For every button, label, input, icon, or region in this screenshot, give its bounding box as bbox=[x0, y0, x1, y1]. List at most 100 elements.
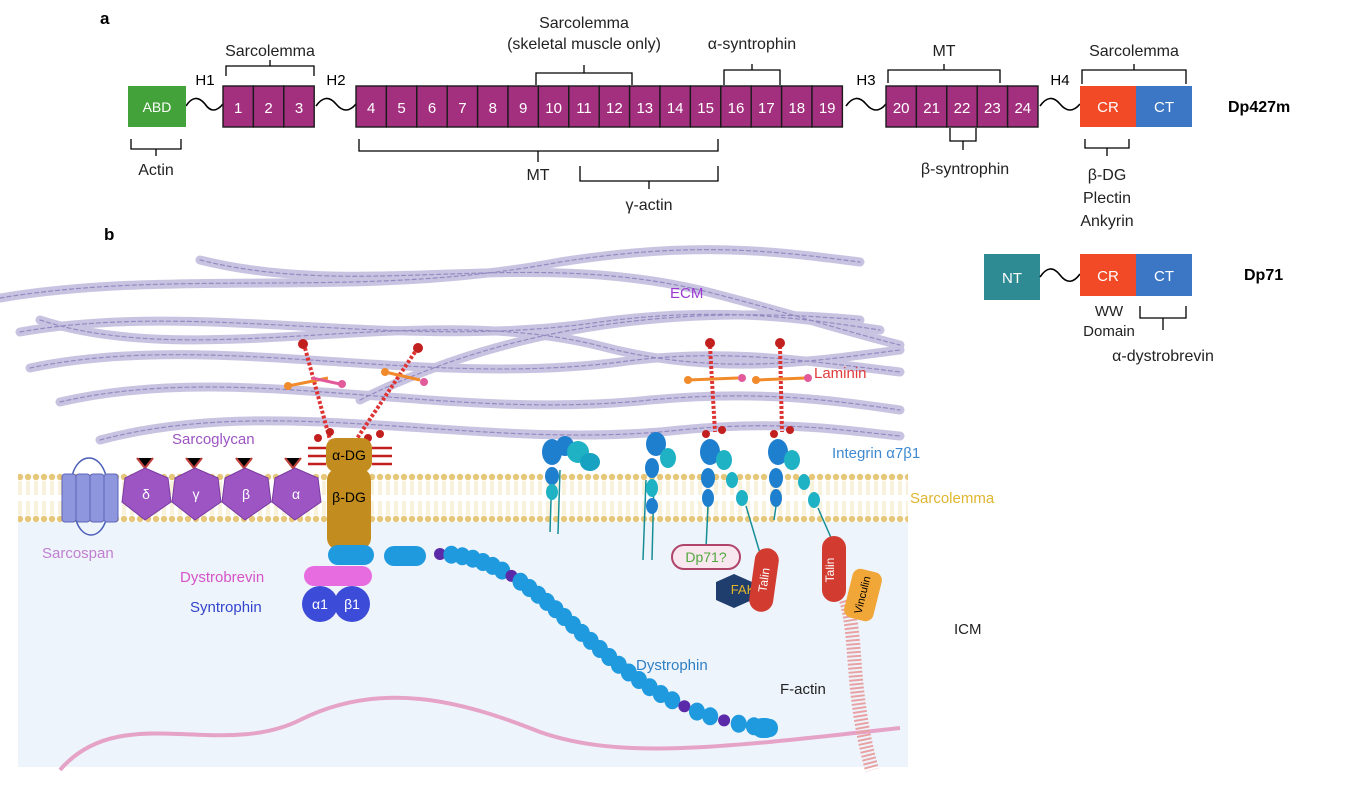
spectrin-repeat-label-17: 17 bbox=[758, 100, 775, 117]
alpha-dg-glycans bbox=[308, 446, 392, 466]
laminin-integrin-1 bbox=[684, 338, 763, 561]
sarcolemma-label-1: Sarcolemma bbox=[225, 43, 315, 60]
beta1-label: β1 bbox=[344, 596, 360, 612]
spectrin-repeat-label-12: 12 bbox=[606, 100, 623, 117]
spectrin-repeat-16 bbox=[720, 85, 752, 128]
dp71-labels: WW Domain α-dystrobrevin bbox=[1083, 303, 1214, 365]
ecm-label: ECM bbox=[670, 285, 703, 302]
ct-domain bbox=[1136, 86, 1192, 127]
spectrin-repeat-5 bbox=[385, 85, 418, 128]
sarcoglycan-gamma-label: γ bbox=[193, 486, 200, 502]
integrin-extended bbox=[642, 432, 676, 561]
talin-1-label: Talin bbox=[755, 567, 772, 593]
talin-2-label: Talin bbox=[823, 558, 837, 583]
spectrin-repeat-label-5: 5 bbox=[397, 100, 405, 117]
spectrin-repeat-label-11: 11 bbox=[576, 100, 592, 117]
panel-b-letter: b bbox=[104, 225, 114, 244]
dp71-ct-domain bbox=[1136, 254, 1192, 296]
dystrophin-bead bbox=[678, 700, 691, 713]
f-actin-label: F-actin bbox=[780, 681, 826, 698]
hinge-h3: H3 bbox=[856, 72, 875, 89]
abd-label: ABD bbox=[143, 99, 172, 115]
actin-label: Actin bbox=[138, 162, 174, 179]
dystrophin-bead bbox=[434, 548, 446, 560]
beta1-syntrophin bbox=[334, 586, 370, 622]
beta-syntrophin-label: β-syntrophin bbox=[921, 161, 1009, 178]
dystrophin-bead bbox=[689, 702, 705, 721]
spectrin-repeat-label-19: 19 bbox=[819, 100, 836, 117]
dystrophin-label: Dystrophin bbox=[636, 657, 708, 674]
sarcoglycan-label: Sarcoglycan bbox=[172, 431, 255, 448]
spectrin-repeat-24 bbox=[1006, 85, 1039, 128]
dystrophin-chain bbox=[328, 545, 778, 738]
dystrophin-cr-block bbox=[328, 545, 374, 565]
hinge-labels: H1 H2 H3 H4 bbox=[195, 72, 1069, 89]
sarcoglycan-delta-label: δ bbox=[142, 486, 150, 502]
dp427m-label: Dp427m bbox=[1228, 99, 1290, 116]
spectrin-repeat-label-13: 13 bbox=[636, 100, 653, 117]
spectrin-repeat-label-1: 1 bbox=[234, 100, 242, 117]
spectrin-repeat-3 bbox=[283, 85, 315, 128]
spectrin-repeat-label-9: 9 bbox=[519, 100, 527, 117]
spectrin-repeat-label-15: 15 bbox=[697, 100, 714, 117]
spectrin-repeat-label-16: 16 bbox=[728, 100, 745, 117]
cr-domain bbox=[1080, 86, 1136, 127]
beta-sarcoglycan bbox=[221, 467, 272, 521]
spectrin-repeat-20 bbox=[885, 85, 918, 128]
spectrin-repeat-label-10: 10 bbox=[545, 100, 562, 117]
dystrophin-bead bbox=[730, 714, 747, 733]
integrin-bent bbox=[542, 436, 600, 535]
domain-label: Domain bbox=[1083, 323, 1135, 340]
beta-dg bbox=[327, 468, 371, 550]
alpha-sarcoglycan bbox=[271, 467, 322, 521]
sarcolemma-ct-label: Sarcolemma bbox=[1089, 43, 1179, 60]
spectrin-repeat-21 bbox=[915, 85, 948, 128]
dp71-cr-label: CR bbox=[1097, 268, 1119, 285]
dp71-ct-label: CT bbox=[1154, 268, 1174, 285]
spectrin-repeat-label-18: 18 bbox=[788, 100, 805, 117]
beta-dg-label: β-DG bbox=[332, 489, 366, 505]
skeletal-muscle-only-label: (skeletal muscle only) bbox=[507, 36, 661, 53]
binding-brackets bbox=[130, 60, 1187, 189]
icm-label: ICM bbox=[954, 621, 982, 638]
spectrin-repeat-label-8: 8 bbox=[489, 100, 497, 117]
spectrin-repeat-1 bbox=[222, 85, 255, 128]
ecm-fibers bbox=[0, 245, 905, 445]
spectrin-repeat-label-20: 20 bbox=[893, 100, 910, 117]
dp71-cr-domain bbox=[1080, 254, 1136, 296]
laminin-label: Laminin bbox=[814, 365, 867, 382]
alpha-dystrobrevin-label: α-dystrobrevin bbox=[1112, 348, 1214, 365]
spectrin-repeat-label-7: 7 bbox=[458, 100, 466, 117]
alpha-dystrobrevin-bracket bbox=[1139, 306, 1187, 330]
plectin-partner-label: Plectin bbox=[1083, 190, 1131, 207]
laminin-integrin-2 bbox=[752, 338, 833, 541]
alpha1-label: α1 bbox=[312, 596, 328, 612]
talin-1 bbox=[749, 548, 779, 612]
ct-label: CT bbox=[1154, 99, 1174, 116]
f-actin-filament bbox=[839, 597, 879, 772]
spectrin-repeat-11 bbox=[568, 85, 600, 128]
panel-a-letter: a bbox=[100, 9, 110, 28]
spectrin-repeat-17 bbox=[750, 85, 783, 128]
sarcoglycan-complex: δ γ β α bbox=[121, 457, 322, 521]
sarcospan bbox=[61, 457, 119, 536]
gamma-sarcoglycan bbox=[171, 467, 222, 521]
integrin-label: Integrin α7β1 bbox=[832, 445, 920, 462]
gamma-actin-label: γ-actin bbox=[625, 197, 672, 214]
alpha-dg bbox=[326, 438, 372, 472]
fak-label: FAK bbox=[731, 582, 756, 597]
vinculin bbox=[844, 568, 882, 622]
spectrin-repeat-label-3: 3 bbox=[295, 100, 303, 117]
abd-domain bbox=[128, 86, 186, 127]
cr-label: CR bbox=[1097, 99, 1119, 116]
ww-label: WW bbox=[1095, 303, 1124, 320]
spectrin-repeat-label-22: 22 bbox=[954, 100, 971, 117]
dp71-question-bubble bbox=[671, 544, 741, 570]
dystrophin-bead bbox=[664, 691, 681, 710]
hinge-h4: H4 bbox=[1050, 72, 1069, 89]
spectrin-repeat-14 bbox=[659, 85, 692, 128]
dystrobrevin-bar bbox=[304, 566, 372, 586]
dystrophin-block bbox=[384, 546, 426, 566]
